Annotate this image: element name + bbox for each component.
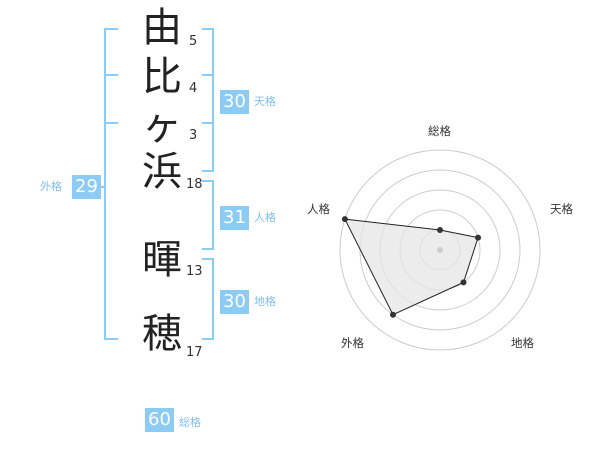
stroke-count-2: 4 <box>189 81 198 96</box>
soukaku-value: 60 <box>145 408 174 432</box>
name-char-1: 由 <box>142 5 182 51</box>
radar-label-gaikaku: 外格 <box>341 336 364 350</box>
name-char-5: 暉 <box>142 237 182 283</box>
name-char-4: 浜 <box>142 149 182 195</box>
tenkaku-value: 30 <box>220 90 249 114</box>
radar-point-4 <box>389 311 396 318</box>
radar-point-3 <box>460 279 467 286</box>
name-char-2: 比 <box>142 54 182 100</box>
name-char-6: 穂 <box>142 311 182 357</box>
radar-point-2 <box>475 234 482 241</box>
gaikaku-label: 外格 <box>40 180 62 193</box>
name-char-3: ヶ <box>142 103 182 149</box>
fortune-radar-chart <box>339 149 541 351</box>
radar-label-tenkaku: 天格 <box>550 202 573 216</box>
radar-polygon <box>344 218 479 316</box>
radar-point-1 <box>437 227 443 233</box>
radar-label-jinkaku: 人格 <box>307 202 330 216</box>
radar-ring-outer <box>339 149 541 351</box>
tenkaku-label: 天格 <box>254 95 276 108</box>
gaikaku-value: 29 <box>72 175 101 199</box>
jinkaku-value: 31 <box>220 206 249 230</box>
chikaku-label: 地格 <box>254 295 276 308</box>
jinkaku-label: 人格 <box>254 211 276 224</box>
stroke-count-5: 13 <box>186 264 203 279</box>
stroke-count-6: 17 <box>186 345 203 360</box>
radar-center <box>437 247 443 253</box>
radar-label-soukaku: 総格 <box>428 124 451 138</box>
stroke-count-4: 18 <box>186 177 203 192</box>
radar-point-5 <box>341 216 348 223</box>
stroke-count-3: 3 <box>189 128 198 143</box>
radar-label-chikaku: 地格 <box>511 336 534 350</box>
chikaku-value: 30 <box>220 290 249 314</box>
soukaku-label: 総格 <box>179 416 201 429</box>
stroke-count-1: 5 <box>189 34 198 49</box>
